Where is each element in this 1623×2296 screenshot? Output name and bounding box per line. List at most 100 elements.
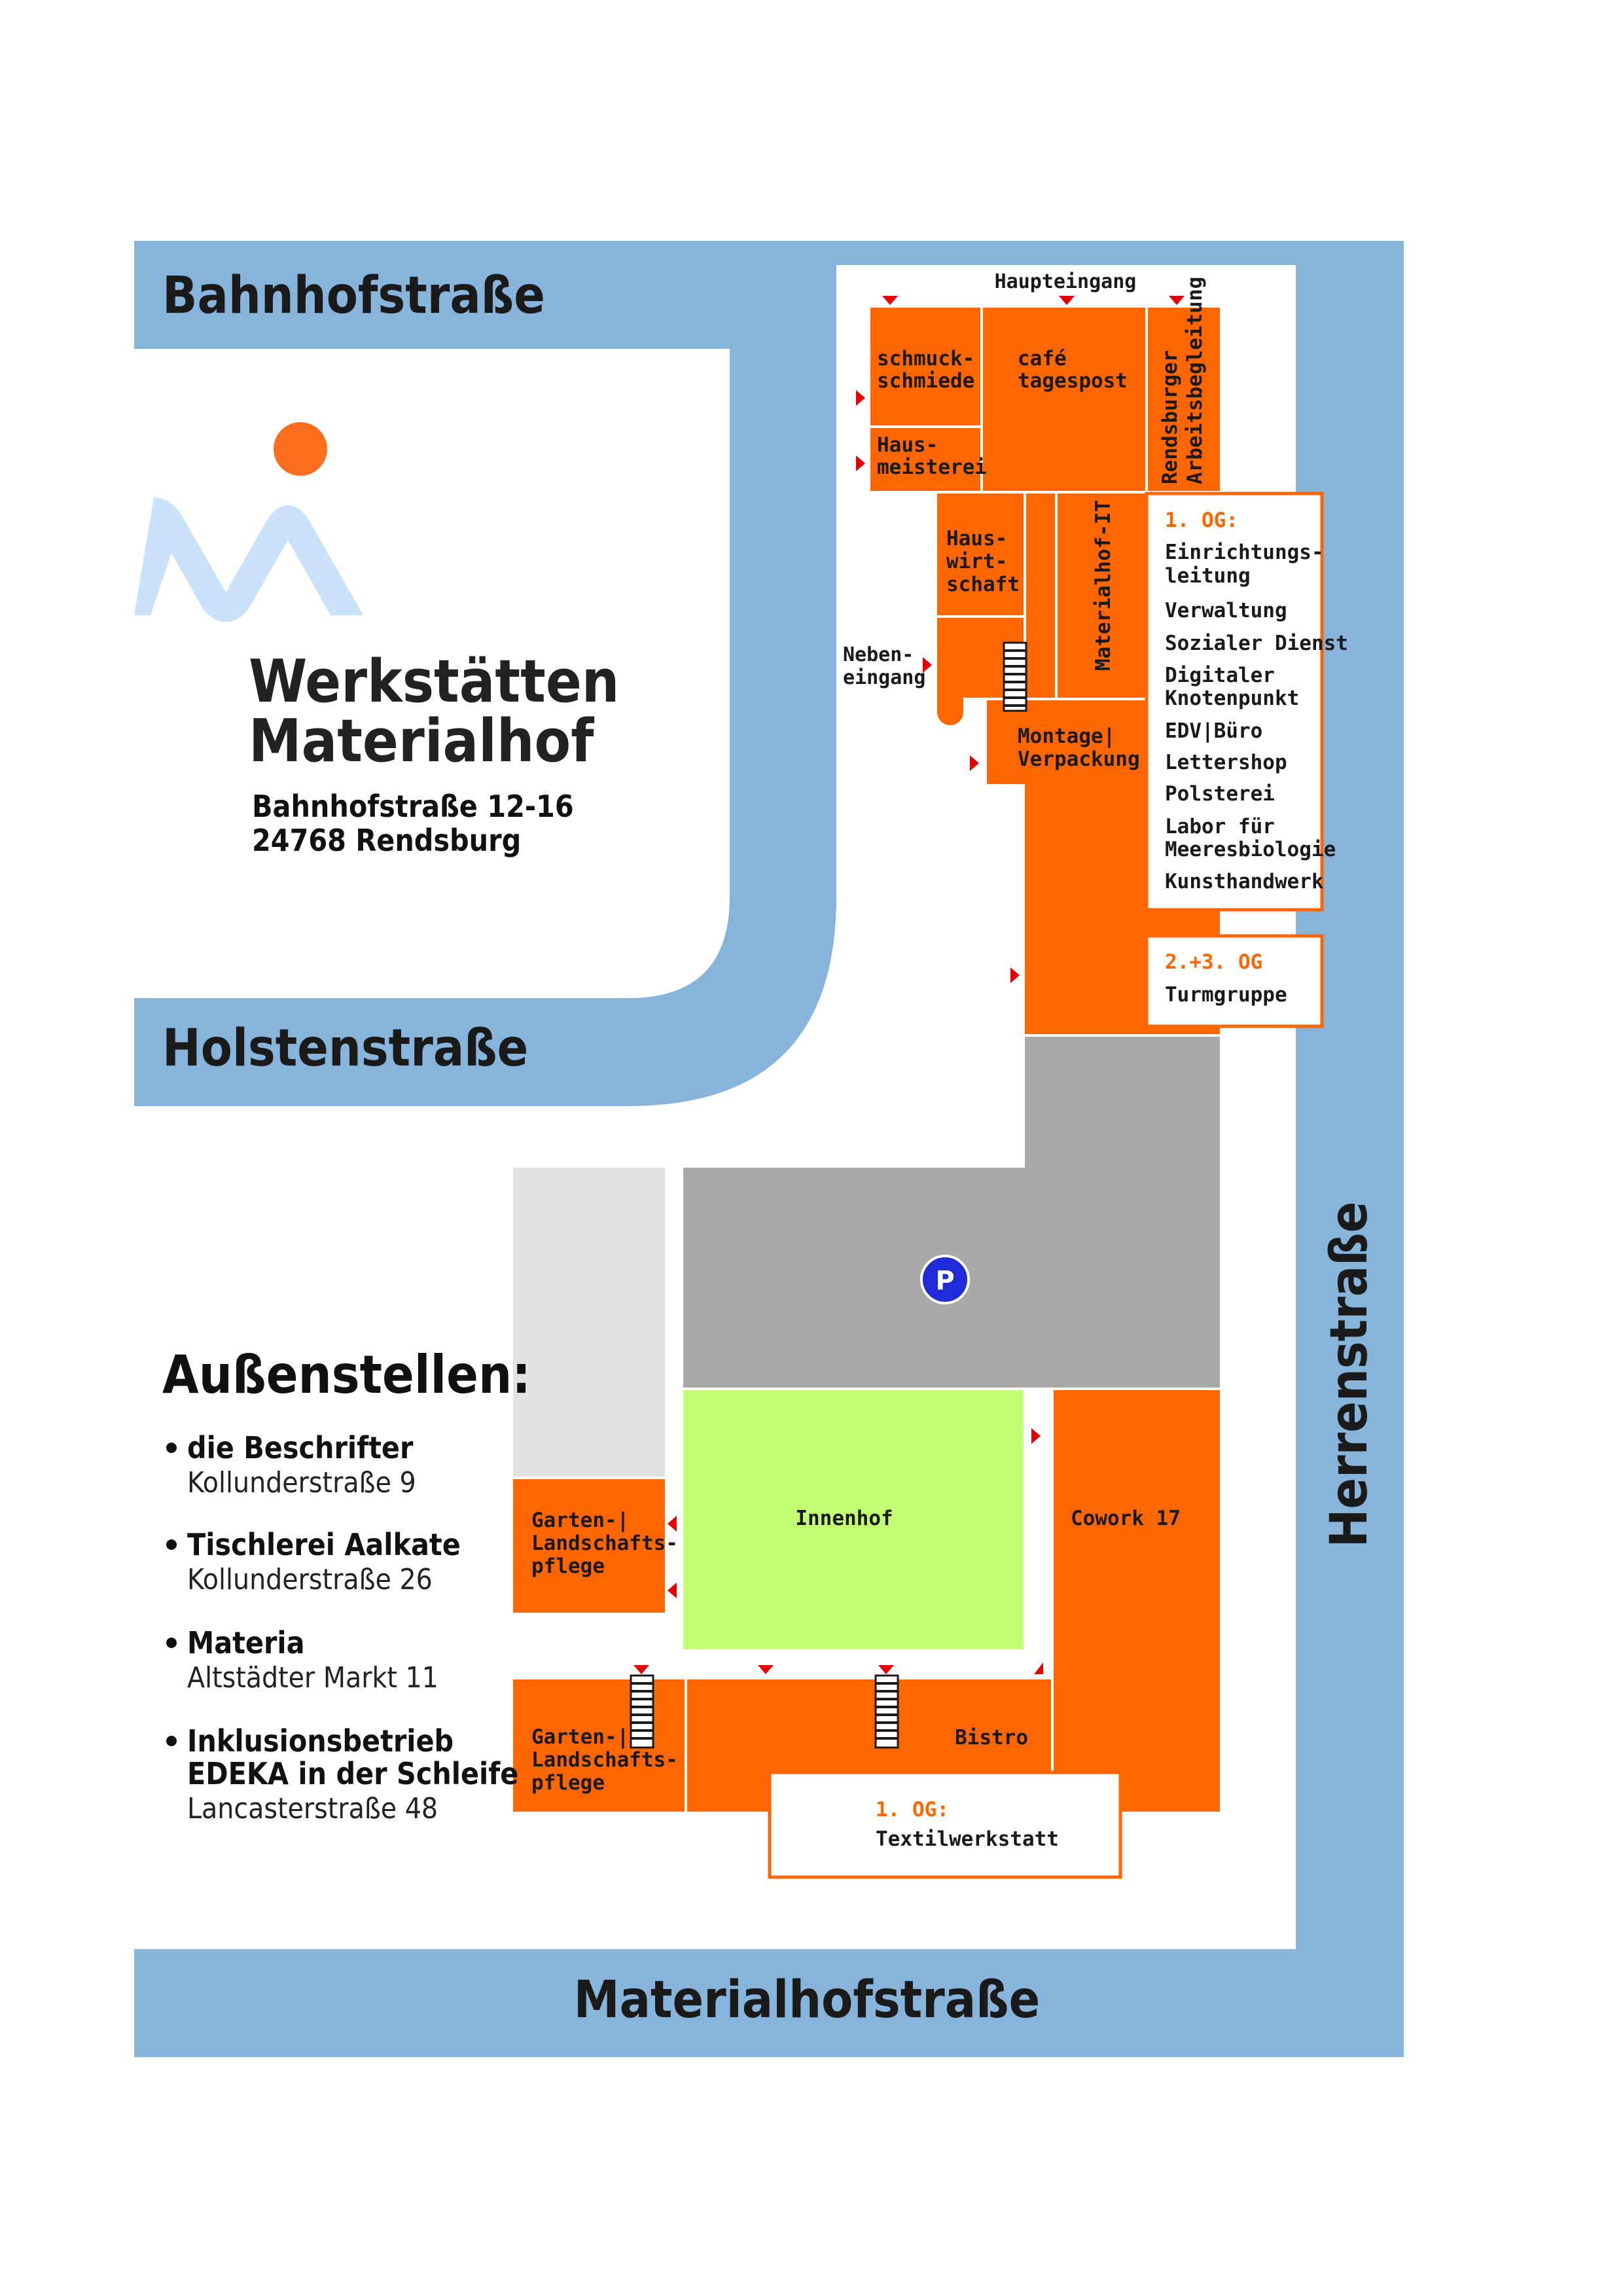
floor1-item: Verwaltung	[1165, 599, 1287, 622]
textil-info-box: 1. OG: Textilwerkstatt	[768, 1770, 1122, 1879]
branch-name: Tischlerei Aalkate	[187, 1527, 461, 1562]
room-label: Montage|	[1018, 725, 1115, 748]
floor1-item: Einrichtungs-	[1165, 541, 1324, 564]
entrance-arrow-icon	[1059, 296, 1075, 305]
branch-name: Inklusionsbetrieb	[187, 1723, 454, 1759]
logo	[134, 422, 363, 622]
room-label: Landschafts-	[531, 1748, 678, 1772]
branch-name: EDEKA in der Schleife	[187, 1756, 518, 1791]
logo-circle-icon	[274, 422, 327, 476]
building-hauswirtschaft	[937, 493, 1024, 615]
entrance-label-main: Haupteingang	[995, 270, 1137, 293]
entrance-arrow-icon	[1034, 1662, 1043, 1674]
room-label: schmuck-	[877, 347, 974, 370]
buildings-north	[870, 308, 1220, 1034]
room-label: Verpackung	[1018, 747, 1140, 771]
parking-strip	[1025, 1037, 1220, 1168]
materialhofstrasse-road	[134, 1949, 1404, 2057]
branch-name: Materia	[187, 1625, 305, 1660]
bullet-icon	[166, 1443, 177, 1453]
building-hausmeisterei	[870, 428, 980, 491]
room-label: wirt-	[946, 550, 1007, 573]
entrance-arrow-icon	[1169, 296, 1185, 305]
floor1-item: leitung	[1165, 564, 1251, 588]
room-label: Rendsburger	[1158, 350, 1182, 484]
bullet-icon	[166, 1539, 177, 1550]
parking-icon-label: P	[935, 1266, 954, 1296]
entrance-arrow-icon	[758, 1665, 774, 1674]
floor1-item: Labor für	[1165, 815, 1275, 838]
entrance-markers	[633, 296, 1185, 1674]
courtyard-label: Innenhof	[795, 1507, 893, 1530]
address-line2: 24768 Rendsburg	[252, 823, 521, 858]
building-hauswirtschaft-annex	[1026, 493, 1055, 698]
room-label: Haus-	[877, 433, 938, 457]
staircase-bistro-icon	[874, 1674, 899, 1749]
building-montage-verpackung	[987, 700, 1149, 784]
building-materialhof-it	[1058, 493, 1149, 698]
building-cafe-tagespost	[983, 308, 1145, 491]
entrance-arrow-icon	[856, 390, 865, 406]
floor1-item: Digitaler	[1165, 664, 1275, 687]
courtyard: Innenhof	[683, 1390, 1024, 1649]
entrance-arrow-icon	[1010, 967, 1020, 983]
entrance-arrow-icon	[1031, 1428, 1041, 1444]
branch-address: Kollunderstraße 9	[187, 1466, 416, 1499]
parking-icon	[920, 1255, 970, 1304]
entrance-arrow-icon	[878, 1665, 894, 1674]
street-label-materialhofstrasse: Materialhofstraße	[574, 1971, 1040, 2030]
staircase-garten-icon	[630, 1674, 654, 1749]
floor1-item: Meeresbiologie	[1165, 838, 1336, 861]
branch-name: die Beschrifter	[187, 1430, 414, 1465]
bullet-icon	[166, 1638, 177, 1648]
textil-item: Textilwerkstatt	[876, 1827, 1059, 1851]
street-label-herrenstrasse: Herrenstraße	[1320, 1202, 1379, 1548]
floor1-item: Knotenpunkt	[1165, 687, 1299, 710]
entrance-arrow-icon	[668, 1516, 677, 1532]
branch-address: Kollunderstraße 26	[187, 1563, 433, 1596]
bullet-icon	[166, 1736, 177, 1746]
branch-address: Altstädter Markt 11	[187, 1661, 438, 1695]
entrance-label-side: eingang	[843, 666, 925, 689]
staircase-north-icon	[1003, 641, 1027, 712]
floor1-item: Lettershop	[1165, 751, 1287, 774]
textil-heading: 1. OG:	[876, 1798, 949, 1821]
entrance-arrow-icon	[923, 657, 932, 673]
room-label: schaft	[946, 573, 1020, 596]
building-garten-top	[513, 1479, 665, 1613]
room-label: pflege	[531, 1771, 605, 1795]
logo-m-icon	[134, 497, 363, 622]
room-label: schmiede	[877, 369, 974, 393]
entrance-arrow-icon	[668, 1583, 677, 1598]
building-rendsburger	[1148, 308, 1220, 491]
aussenstellen-heading: Außenstellen:	[162, 1344, 531, 1405]
floor1-info-box: 1. OG: Einrichtungs- leitung Verwaltung …	[1145, 492, 1348, 912]
floor23-heading: 2.+3. OG	[1165, 950, 1262, 974]
annex-grey-building	[513, 1168, 665, 1477]
floor1-heading: 1. OG:	[1165, 509, 1238, 532]
buildings-south: Cowork 17 Garten-| Landschafts- pflege G…	[513, 1390, 1220, 1812]
page-title-line2: Materialhof	[249, 707, 594, 776]
room-label: tagespost	[1018, 369, 1128, 393]
branch-address: Lancasterstraße 48	[187, 1792, 438, 1825]
floor23-info-box: 2.+3. OG Turmgruppe	[1145, 934, 1324, 1028]
entrance-arrow-icon	[882, 296, 898, 305]
room-label: Haus-	[946, 527, 1007, 550]
building-garten-bottom	[513, 1679, 685, 1812]
room-label: Landschafts-	[531, 1532, 678, 1555]
branch-item: Materia Altstädter Markt 11	[166, 1625, 438, 1695]
floor23-item: Turmgruppe	[1165, 983, 1287, 1007]
floor1-item: Polsterei	[1165, 782, 1275, 806]
building-cowork	[1054, 1390, 1220, 1812]
room-label: Materialhof-IT	[1092, 500, 1115, 671]
parking-area: P	[683, 1037, 1220, 1388]
side-entrance-notch	[937, 698, 963, 725]
building-schmuckschmiede	[870, 308, 980, 425]
room-label: meisterei	[877, 456, 987, 479]
entrance-arrow-icon	[856, 456, 865, 471]
entrance-label-side: Neben-	[843, 643, 914, 666]
entrance-arrow-icon	[970, 755, 979, 771]
floor1-item: EDV|Büro	[1165, 719, 1262, 743]
